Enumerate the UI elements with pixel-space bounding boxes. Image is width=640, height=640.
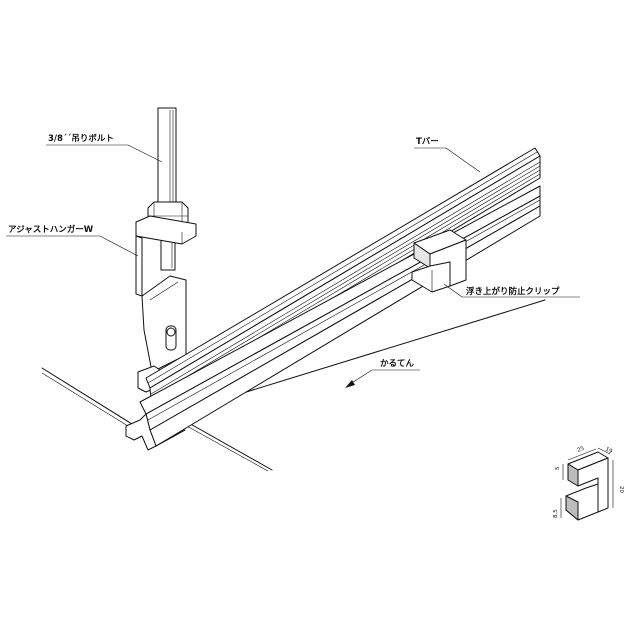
panel-label: かるてん: [380, 359, 415, 369]
bolt-label: 3/8´´吊りボルト: [48, 133, 114, 144]
adjust-hanger: [135, 215, 197, 393]
clip-dimension-detail: 25 19 5 20 8.5: [553, 445, 624, 521]
ceiling-panel: [41, 299, 546, 472]
hanger-label: アジャストハンガーW: [8, 224, 94, 235]
tbar-label: Tバー: [416, 136, 439, 147]
hanger-bolt: [147, 107, 189, 271]
dim-5: 5: [555, 466, 561, 470]
dim-25: 25: [577, 445, 586, 453]
leader-lines: [6, 144, 580, 388]
dim-8-5: 8.5: [553, 509, 559, 518]
clip-label: 浮き上がり防止クリップ: [466, 286, 560, 297]
anti-lift-clip: [411, 229, 467, 293]
dim-19: 19: [604, 446, 613, 455]
dim-20: 20: [618, 486, 624, 493]
